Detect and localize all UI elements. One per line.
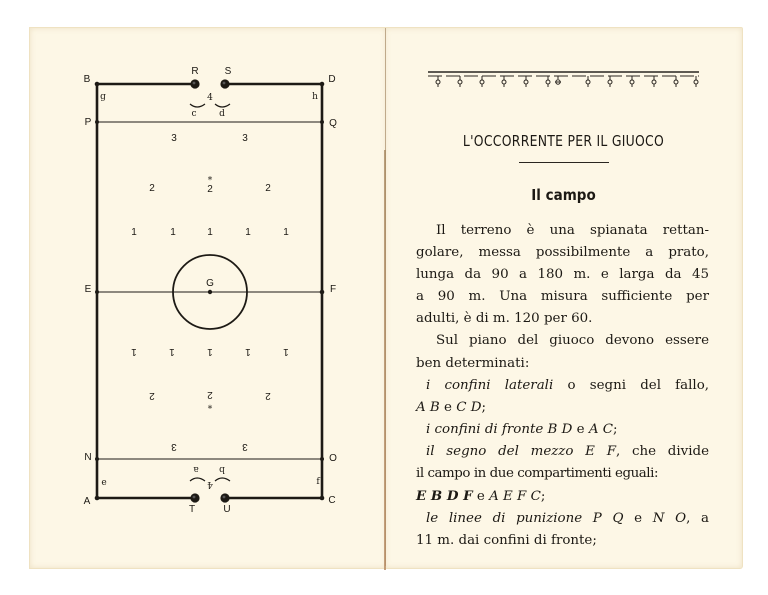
- list-item-middle-line: il segno del mezzo E F, che divide: [426, 443, 709, 459]
- label-D: D: [328, 74, 336, 85]
- label-F: F: [329, 284, 337, 295]
- label-T: T: [188, 504, 196, 515]
- body-text: Il terreno è una spianata rettan- golare…: [416, 220, 709, 552]
- position-2: 2: [265, 390, 271, 401]
- position-1: 1: [283, 227, 289, 238]
- section-heading: Il campo: [531, 186, 596, 204]
- list-item-middle-line-cont: il campo in due compartimenti eguali:: [416, 466, 659, 482]
- position-1: 1: [169, 346, 175, 357]
- list-item-punishment-lines: le linee di punizione P Q e N O, a: [426, 511, 709, 527]
- label-Q: Q: [329, 118, 337, 129]
- position-1: 1: [283, 346, 289, 357]
- list-item-lateral-bounds-cont: A B e C D;: [416, 399, 486, 415]
- position-1: 1: [245, 346, 251, 357]
- label-g: g: [100, 92, 106, 102]
- position-1: 1: [207, 346, 213, 357]
- right-page: [385, 27, 743, 569]
- chapter-title: L'OCCORRENTE PER IL GIUOCO: [462, 132, 665, 150]
- label-E: E: [84, 284, 92, 295]
- text-line: lunga da 90 a 180 m. e larga da 45: [416, 267, 709, 283]
- text-line: a 90 m. Una misura sufficiente per: [416, 289, 709, 305]
- position-3: 3: [171, 441, 177, 452]
- position-2: 2: [149, 183, 155, 194]
- book-gutter-shadow: [384, 150, 386, 570]
- position-3: 3: [171, 133, 177, 144]
- position-2: 2: [207, 389, 213, 400]
- position-3: 3: [242, 133, 248, 144]
- position-1: 1: [245, 227, 251, 238]
- goal-bottom-number: 4: [207, 479, 213, 489]
- position-1: 1: [131, 227, 137, 238]
- label-U: U: [223, 504, 231, 515]
- list-item-middle-line-cont2: E B D F e A E F C;: [416, 488, 546, 505]
- label-e: e: [101, 478, 107, 488]
- label-P: P: [84, 117, 92, 128]
- label-A: A: [83, 496, 91, 507]
- text-line: adulti, è di m. 120 per 60.: [416, 311, 593, 327]
- goal-bottom-arc-a: a: [193, 464, 199, 474]
- position-2: 2: [207, 184, 213, 195]
- goal-top-number: 4: [207, 93, 213, 103]
- title-divider: [519, 162, 609, 163]
- captain-star-icon: *: [207, 399, 213, 409]
- goal-top-arc-d: d: [219, 109, 225, 119]
- list-item-lateral-bounds: i confini laterali o segni del fallo,: [426, 377, 710, 393]
- label-B: B: [83, 74, 91, 85]
- label-C: C: [328, 495, 336, 506]
- goal-top-arc-c: c: [191, 109, 197, 119]
- label-h: h: [312, 92, 318, 102]
- position-1: 1: [207, 227, 213, 238]
- position-1: 1: [131, 346, 137, 357]
- captain-star-icon: *: [207, 176, 213, 186]
- label-R: R: [191, 66, 199, 77]
- text-line: golare, messa possibilmente a prato,: [416, 245, 709, 261]
- position-1: 1: [170, 227, 176, 238]
- list-item-front-bounds: i confini di fronte B D e A C;: [426, 421, 618, 437]
- label-O: O: [329, 453, 337, 464]
- text-line: Il terreno è una spianata rettan-: [436, 223, 709, 238]
- list-item-punishment-lines-cont: 11 m. dai confini di fronte;: [416, 533, 597, 549]
- position-2: 2: [265, 183, 271, 194]
- label-N: N: [84, 452, 92, 463]
- decorative-header-ornament: [428, 71, 699, 88]
- position-2: 2: [149, 390, 155, 401]
- position-3: 3: [242, 441, 248, 452]
- text-line: Sul piano del giuoco devono essere: [436, 333, 709, 349]
- text-line: ben determinati:: [416, 355, 530, 371]
- label-G-center: G: [206, 278, 214, 289]
- goal-bottom-arc-b: b: [219, 464, 225, 474]
- label-f: f: [316, 477, 320, 487]
- label-S: S: [224, 66, 232, 77]
